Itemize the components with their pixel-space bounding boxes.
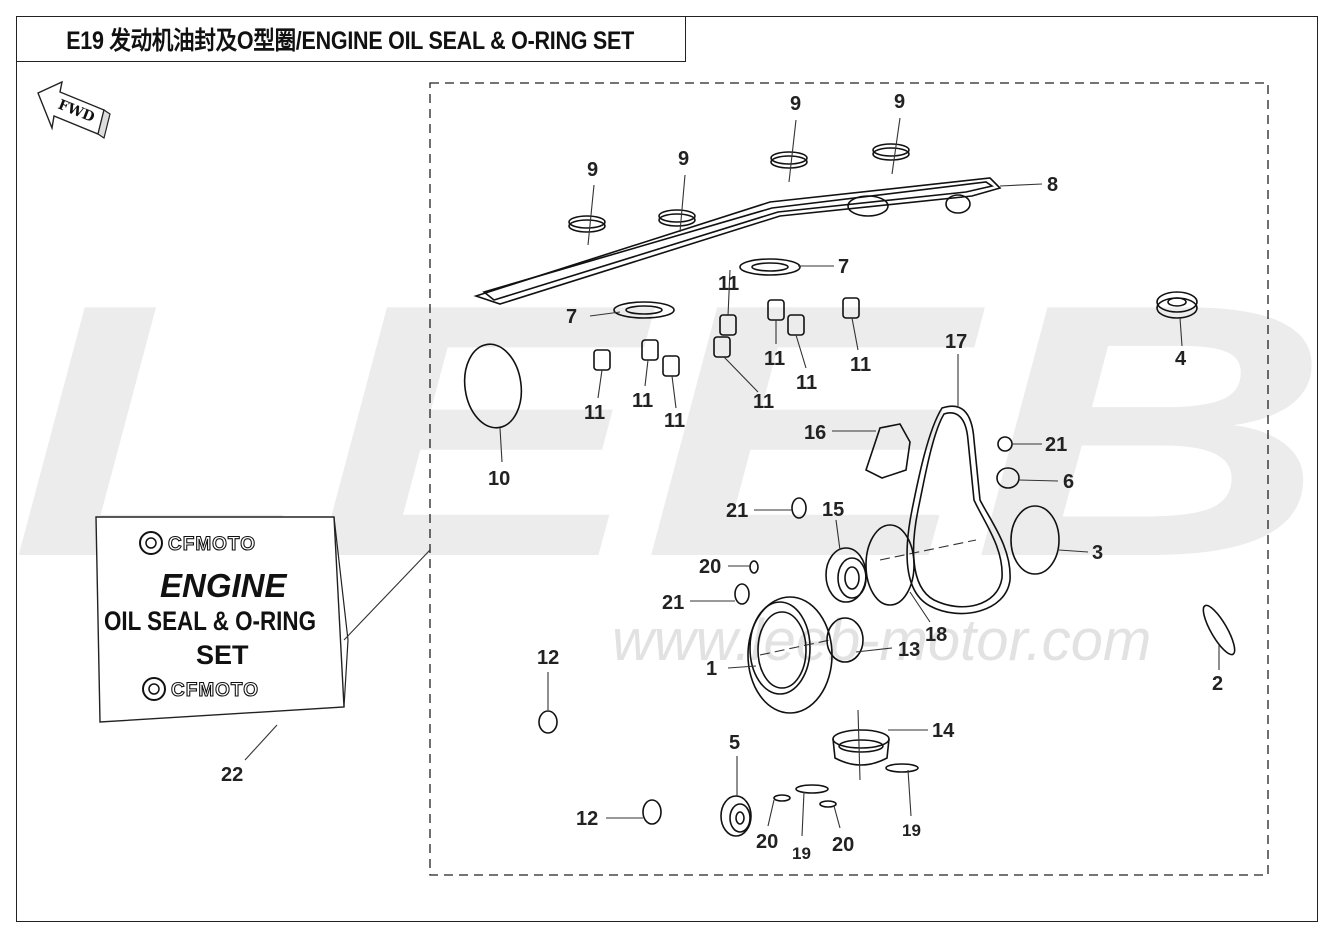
callout-7a: 7 <box>566 306 577 328</box>
package-line3: SET <box>196 640 249 670</box>
callout-19b: 19 <box>792 844 811 863</box>
callout-11c: 11 <box>664 410 685 432</box>
callout-18: 18 <box>925 624 947 646</box>
part-9-oil-seals <box>568 143 910 233</box>
callout-16: 16 <box>804 422 826 444</box>
cfmoto-logo-icon <box>139 531 163 555</box>
callout-8: 8 <box>1047 174 1058 196</box>
package-brand-top: CFMOTO <box>168 534 256 555</box>
callout-21a: 21 <box>1045 434 1067 456</box>
callout-11b: 11 <box>632 390 653 412</box>
part-12-o-ring-b <box>642 799 662 825</box>
callout-7b: 7 <box>838 256 849 278</box>
kit-package: CFMOTO ENGINE OIL SEAL & O-RING SET CFMO… <box>95 516 349 723</box>
watermark-url: www.leeb-motor.com <box>612 608 1151 673</box>
callout-11g: 11 <box>796 372 817 394</box>
part-21-o-ring-b <box>791 497 807 519</box>
callout-11f: 11 <box>764 348 785 370</box>
drawing-frame <box>16 16 1318 922</box>
part-16-gasket <box>865 423 911 479</box>
callout-9d: 9 <box>894 91 905 113</box>
callout-9a: 9 <box>587 159 598 181</box>
part-6-o-ring <box>996 467 1020 489</box>
cfmoto-logo-icon-bottom <box>142 677 166 701</box>
callout-19a: 19 <box>902 821 921 840</box>
part-19-o-ring-b <box>795 784 829 794</box>
part-12-o-ring-a <box>538 710 558 734</box>
callout-17: 17 <box>945 331 967 353</box>
callout-21b: 21 <box>726 500 748 522</box>
part-14-seal-cap <box>832 729 890 766</box>
part-3-o-ring <box>1010 505 1060 575</box>
callout-11d: 11 <box>718 273 739 295</box>
assembly-boundary <box>429 82 1269 876</box>
callout-12a: 12 <box>537 647 559 669</box>
callout-2: 2 <box>1212 673 1223 695</box>
callout-11h: 11 <box>850 354 871 376</box>
title-box: E19 发动机油封及O型圈/ENGINE OIL SEAL & O-RING S… <box>16 16 686 62</box>
callout-20a: 20 <box>699 556 721 578</box>
callout-13: 13 <box>898 639 920 661</box>
part-15-oil-seal <box>825 547 867 603</box>
callout-11a: 11 <box>584 402 605 424</box>
package-line2: OIL SEAL & O-RING <box>104 606 316 636</box>
callout-1: 1 <box>706 658 717 680</box>
callout-3: 3 <box>1092 542 1103 564</box>
part-13-o-ring <box>826 617 864 663</box>
part-2-o-ring <box>1202 604 1236 656</box>
page-title: E19 发动机油封及O型圈/ENGINE OIL SEAL & O-RING S… <box>66 26 635 55</box>
part-20-o-ring-c <box>819 800 837 808</box>
callout-20c: 20 <box>832 834 854 856</box>
callout-4: 4 <box>1175 348 1187 370</box>
part-18-o-ring <box>865 524 915 606</box>
part-10-o-ring <box>463 343 523 429</box>
part-4-oil-seal <box>1156 291 1198 319</box>
part-7-gaskets <box>613 258 801 319</box>
callout-11e: 11 <box>753 391 774 413</box>
callout-9b: 9 <box>678 148 689 170</box>
callout-6: 6 <box>1063 471 1074 493</box>
part-21-o-ring-c <box>734 583 750 605</box>
callout-21c: 21 <box>662 592 684 614</box>
callout-5: 5 <box>729 732 740 754</box>
part-19-o-ring-a <box>885 763 919 773</box>
callout-9c: 9 <box>790 93 801 115</box>
part-20-o-ring-b <box>773 794 791 802</box>
callout-14: 14 <box>932 720 955 742</box>
callout-22: 22 <box>221 764 243 786</box>
package-brand-bottom: CFMOTO <box>171 680 259 701</box>
part-20-o-ring-a <box>749 560 759 574</box>
fwd-arrow-icon: FWD <box>37 80 111 139</box>
callout-12b: 12 <box>576 808 598 830</box>
callout-20b: 20 <box>756 831 778 853</box>
package-line1: ENGINE <box>160 567 288 604</box>
callout-15: 15 <box>822 499 844 521</box>
part-8-gasket <box>473 177 1002 305</box>
part-5-oil-seal <box>720 795 752 837</box>
part-17-gasket <box>906 405 1011 615</box>
callout-10: 10 <box>488 468 510 490</box>
